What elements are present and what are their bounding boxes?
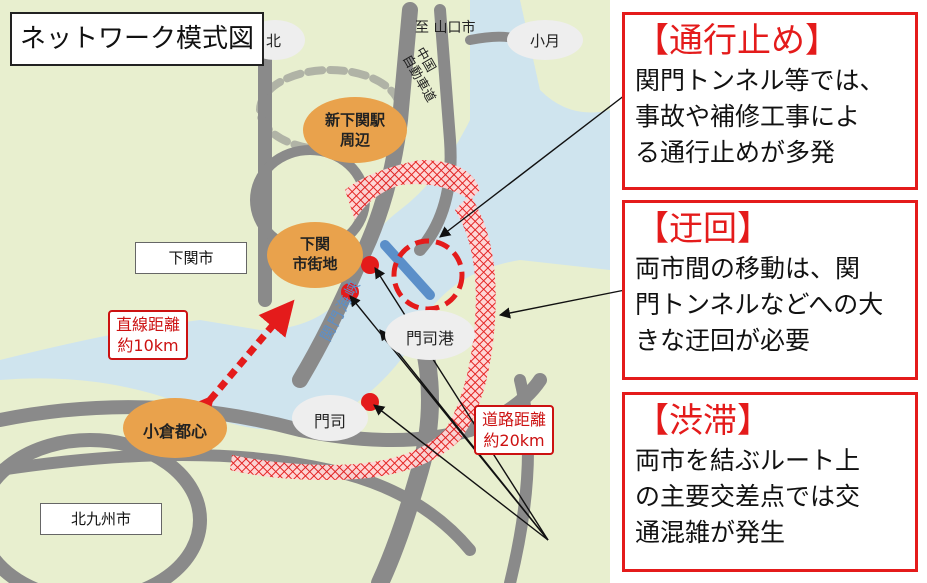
shimonoseki-center-label: 下関 市街地: [292, 235, 338, 273]
note-detour: 【迂回】 両市間の移動は、関 門トンネルなどへの大 きな迂回が必要: [622, 200, 918, 380]
shin-shimonoseki-oval: [303, 97, 407, 163]
note-detour-title: 【迂回】: [635, 209, 771, 249]
shimonoseki-land: [0, 0, 470, 360]
note-road-closure-title: 【通行止め】: [635, 21, 839, 61]
north-destination-label: 至 山口市: [415, 20, 476, 36]
congestion-zone-east: [445, 195, 496, 440]
shimonoseki-city-label: 下関市: [135, 242, 247, 274]
callout-lines: [349, 94, 626, 541]
shin-shimonoseki-label: 新下関駅 周辺: [324, 111, 385, 149]
road-distance-label: 道路距離 約20km: [474, 405, 555, 455]
note-congestion: 【渋滞】 両市を結ぶルート上 の主要交差点では交 通混雑が発生: [622, 392, 918, 572]
mojiko-label: 門司港: [405, 329, 454, 348]
mojiko-oval: [385, 310, 475, 360]
strait-crossing-arrow: [380, 240, 435, 300]
tunnel-circle: [391, 238, 465, 312]
komatsuki-label: 小月: [530, 32, 561, 50]
shimonoseki-center-oval: [267, 222, 363, 288]
moji-label: 門司: [313, 412, 346, 431]
note-congestion-title: 【渋滞】: [635, 401, 771, 441]
congestion-zone-north: [345, 160, 480, 220]
map-title: ネットワーク模式図: [10, 12, 264, 66]
kokura-oval: [123, 398, 227, 458]
kitakyushu-city-label: 北九州市: [40, 503, 162, 535]
note-road-closure: 【通行止め】 関門トンネル等では、 事故や補修工事によ る通行止めが多発: [622, 12, 918, 190]
note-congestion-body: 両市を結ぶルート上 の主要交差点では交 通混雑が発生: [635, 446, 861, 547]
kokura-label: 小倉都心: [142, 422, 207, 441]
congestion-zone-south: [230, 430, 460, 480]
straight-distance-arrow: [178, 299, 295, 433]
straight-distance-label: 直線距離 約10km: [108, 310, 189, 360]
note-road-closure-body: 関門トンネル等では、 事故や補修工事によ る通行止めが多発: [635, 66, 885, 167]
moji-oval: [292, 395, 368, 441]
komatsuki-oval: [507, 20, 583, 60]
note-detour-body: 両市間の移動は、関 門トンネルなどへの大 きな迂回が必要: [635, 254, 884, 355]
north-small-label: 北: [266, 32, 282, 50]
